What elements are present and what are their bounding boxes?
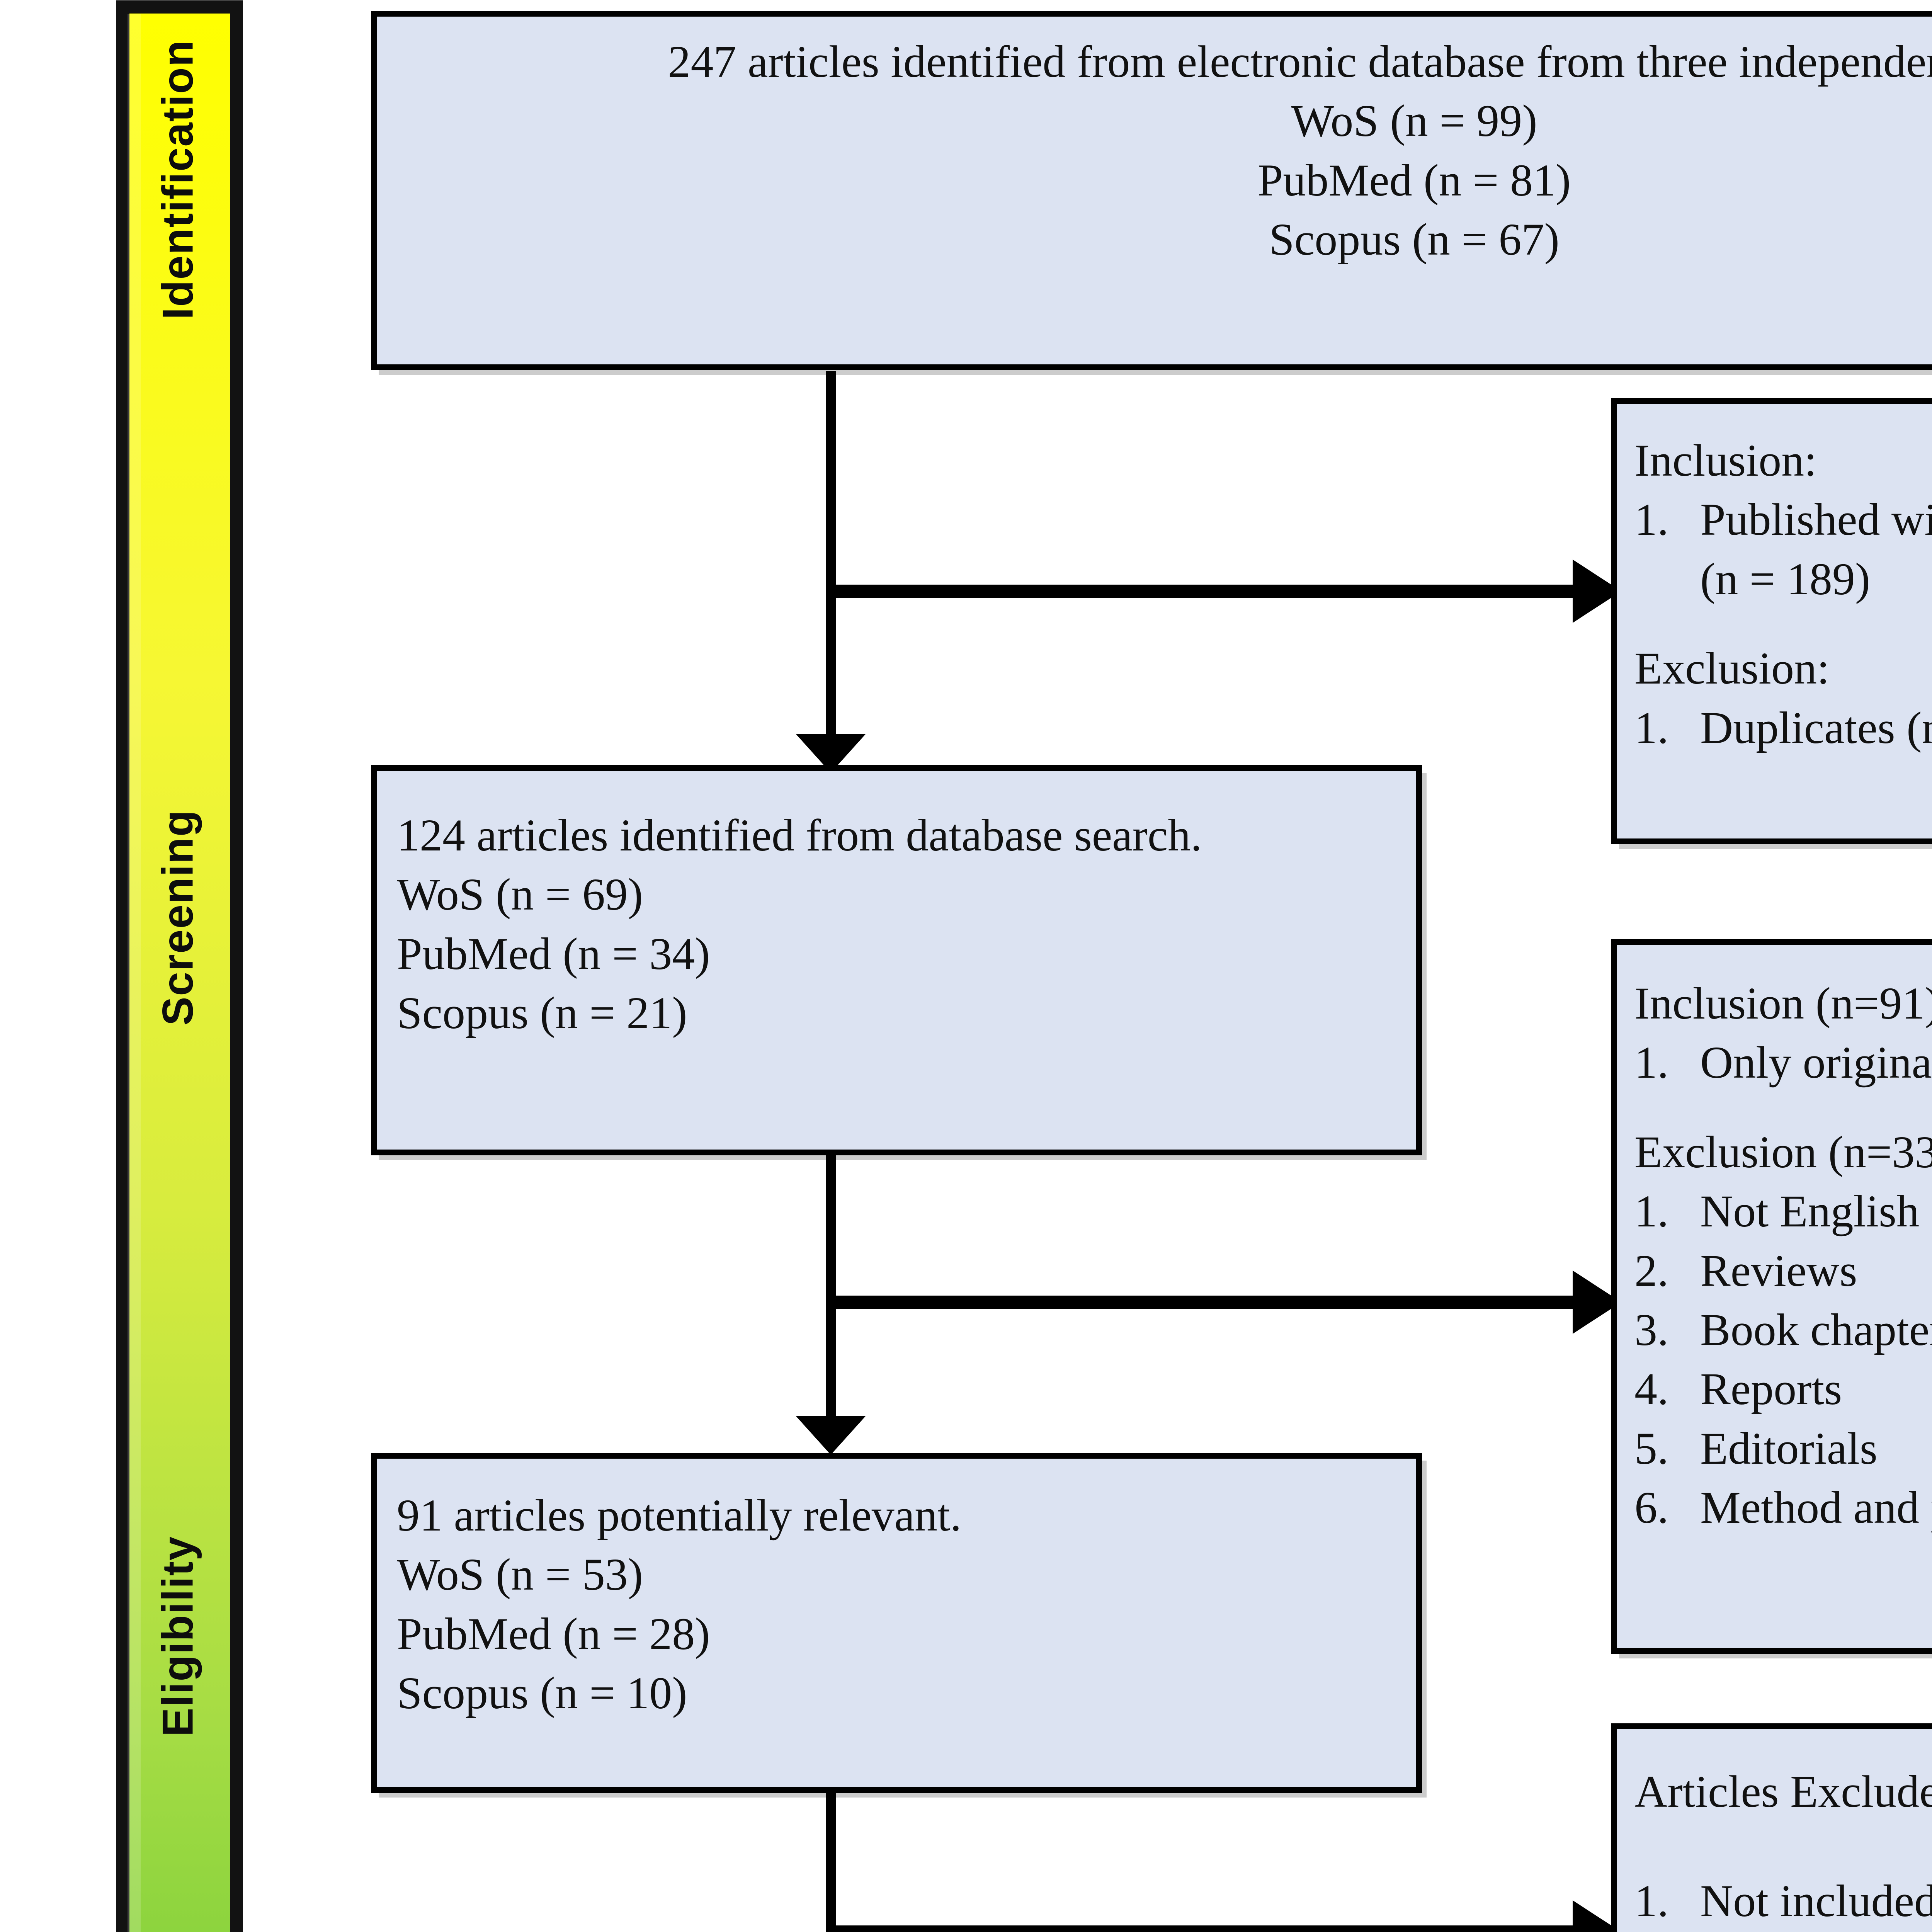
item-text: Not English [1700, 1186, 1920, 1237]
spacer [1634, 1092, 1932, 1122]
item-number: 1. [1634, 1876, 1669, 1927]
excluded-heading: Articles Excluded with reasons (n =72); [1634, 1766, 1932, 1817]
side-node-criteria-2: Inclusion (n=91): 1. Only original articl… [1611, 939, 1932, 1654]
criteria-item: 1. Duplicates (n= 65) [1634, 698, 1932, 757]
criteria-item: (n = 189) [1634, 549, 1932, 609]
criteria-item: 6. Method and protocols [1634, 1478, 1932, 1537]
criteria-item: 2. Reviews [1634, 1241, 1932, 1300]
flow-node-database-search: 124 articles identified from database se… [371, 765, 1422, 1155]
item-number: 5. [1634, 1423, 1669, 1474]
item-number: 1. [1634, 702, 1669, 753]
flow-line: PubMed (n = 28) [397, 1608, 710, 1659]
item-number: 1. [1634, 494, 1669, 545]
item-number: 4. [1634, 1364, 1669, 1415]
item-text: Method and protocols [1700, 1482, 1932, 1533]
spacer [1634, 1821, 1932, 1871]
spacer [1634, 609, 1932, 639]
side-node-excluded-with-reasons: Articles Excluded with reasons (n =72); … [1611, 1723, 1932, 1932]
flow-line: 124 articles identified from database se… [397, 810, 1202, 861]
flow-line: WoS (n = 53) [397, 1549, 643, 1600]
criteria-item: 4. Reports [1634, 1359, 1932, 1418]
criteria-item: 1. Published within 10 years (2013–2022) [1634, 490, 1932, 549]
flow-line: WoS (n = 99) [1291, 95, 1537, 146]
side-node-criteria-1: Inclusion: 1. Published within 10 years (… [1611, 398, 1932, 844]
item-text: Reviews [1700, 1245, 1857, 1296]
item-number: 6. [1634, 1482, 1669, 1533]
item-text-pre: Not included [1700, 1876, 1932, 1927]
flow-node-potentially-relevant: 91 articles potentially relevant. WoS (n… [371, 1453, 1422, 1793]
item-text: Book chapters [1700, 1304, 1932, 1355]
criteria-item: 5. Editorials [1634, 1419, 1932, 1478]
flow-node-identified: 247 articles identified from electronic … [371, 11, 1932, 370]
criteria-item: 3. Book chapters [1634, 1300, 1932, 1359]
flow-line: Scopus (n = 67) [1269, 214, 1560, 265]
flow-line: PubMed (n = 34) [397, 928, 710, 979]
item-text: Only original articles [1700, 1037, 1932, 1088]
item-text: Duplicates (n= 65) [1700, 702, 1932, 753]
item-text: Editorials [1700, 1423, 1878, 1474]
flow-line: 91 articles potentially relevant. [397, 1490, 962, 1541]
item-number: 1. [1634, 1037, 1669, 1088]
excluded-item: 1.Not included in vivo study [1634, 1871, 1932, 1930]
phase-gradient-arrow [0, 0, 371, 1932]
flow-line: 247 articles identified from electronic … [668, 36, 1932, 87]
flow-line: Scopus (n = 21) [397, 988, 687, 1039]
criteria-item: 1. Not English [1634, 1182, 1932, 1241]
item-text: Reports [1700, 1364, 1842, 1415]
inclusion-heading: Inclusion (n=91): [1634, 978, 1932, 1029]
item-text: Published within 10 years (2013–2022) [1700, 494, 1932, 545]
item-number: 2. [1634, 1245, 1669, 1296]
item-number: 3. [1634, 1304, 1669, 1355]
item-text: (n = 189) [1700, 553, 1871, 604]
inclusion-heading: Inclusion: [1634, 435, 1817, 486]
criteria-item: 1. Only original articles [1634, 1033, 1932, 1092]
exclusion-heading: Exclusion (n=33): [1634, 1126, 1932, 1177]
flow-line: Scopus (n = 10) [397, 1668, 687, 1719]
item-number: 1. [1634, 1186, 1669, 1237]
exclusion-heading: Exclusion: [1634, 643, 1830, 694]
flow-line: WoS (n = 69) [397, 869, 643, 920]
flow-line: PubMed (n = 81) [1257, 155, 1571, 206]
